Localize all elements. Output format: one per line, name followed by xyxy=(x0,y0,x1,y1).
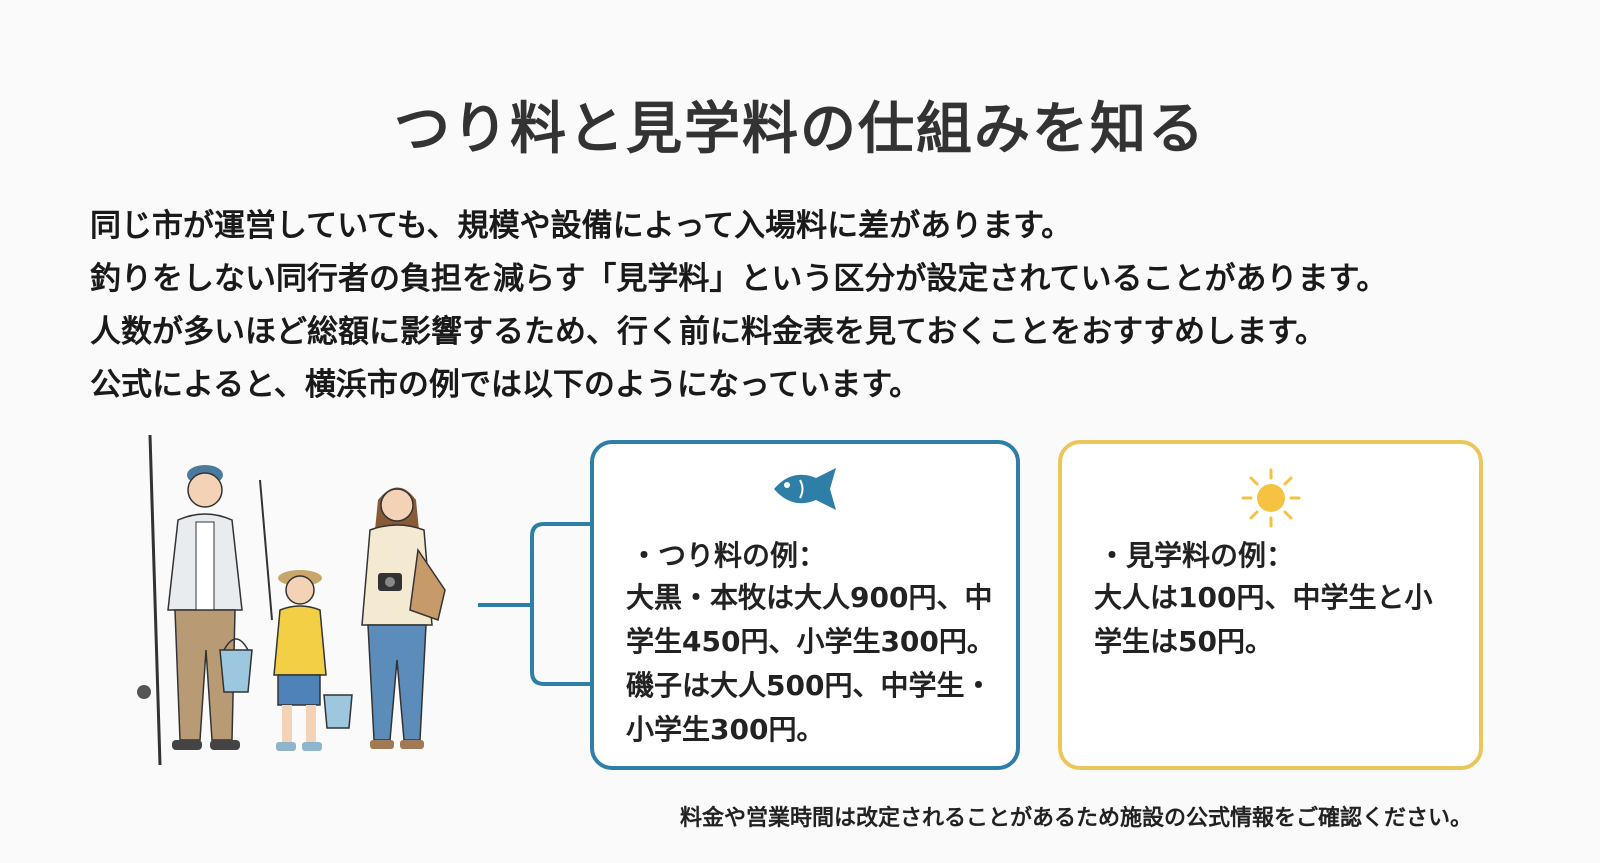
visitor-fee-line: 学生は50円。 xyxy=(1094,625,1273,658)
footnote: 料金や営業時間は改定されることがあるため施設の公式情報をご確認ください。 xyxy=(679,806,1472,831)
fishing-fee-line: 学生450円、小学生300円。 xyxy=(626,625,995,658)
fish-icon xyxy=(770,466,840,516)
visitor-fee-line: 大人は100円、中学生と小 xyxy=(1094,581,1433,614)
bracket-connector xyxy=(478,522,592,686)
intro-line: 公式によると、横浜市の例では以下のようになっています。 xyxy=(90,367,921,403)
fishing-fee-line: 磯子は大人500円、中学生・ xyxy=(626,669,993,702)
fishing-fee-line: 大黒・本牧は大人900円、中 xyxy=(626,581,993,614)
page-title: つり料と見学料の仕組みを知る xyxy=(394,97,1206,162)
intro-line: 釣りをしない同行者の負担を減らす「見学料」という区分が設定されていることがありま… xyxy=(90,261,1388,297)
intro-text: 同じ市が運営していても、規模や設備によって入場料に差があります。 釣りをしない同… xyxy=(90,200,1550,412)
fishing-fee-line: 小学生300円。 xyxy=(626,713,825,746)
fishing-fee-card: ・つり料の例： 大黒・本牧は大人900円、中 学生450円、小学生300円。 磯… xyxy=(590,440,1020,770)
visitor-fee-card: ・見学料の例： 大人は100円、中学生と小 学生は50円。 xyxy=(1058,440,1483,770)
intro-line: 同じ市が運営していても、規模や設備によって入場料に差があります。 xyxy=(90,208,1073,244)
intro-line: 人数が多いほど総額に影響するため、行く前に料金表を見ておくことをおすすめします。 xyxy=(90,314,1326,350)
fishing-fee-body: 大黒・本牧は大人900円、中 学生450円、小学生300円。 磯子は大人500円… xyxy=(626,576,995,752)
fishing-fee-heading: ・つり料の例： xyxy=(630,539,827,572)
visitor-fee-body: 大人は100円、中学生と小 学生は50円。 xyxy=(1094,576,1457,664)
sun-icon xyxy=(1239,466,1303,534)
family-illustration xyxy=(137,434,446,766)
visitor-fee-heading: ・見学料の例： xyxy=(1098,539,1295,572)
